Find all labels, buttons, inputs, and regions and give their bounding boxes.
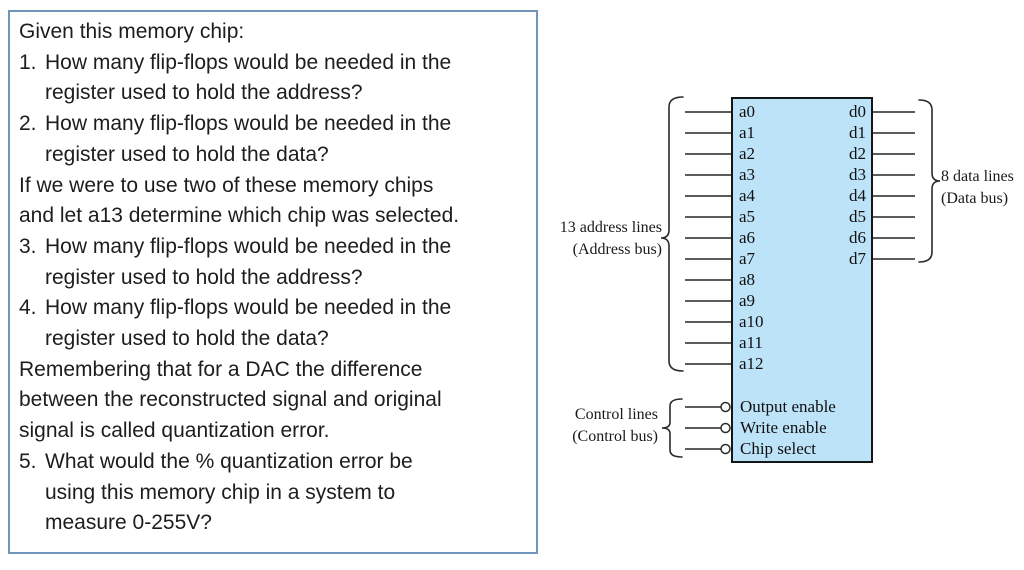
question-line-text: register used to hold the data?	[45, 142, 329, 166]
active-low-bubble-icon	[720, 443, 731, 455]
question-line-text: How many flip-flops would be needed in t…	[45, 112, 452, 136]
active-low-bubble-icon	[720, 401, 731, 413]
pin-label-a11: a11	[739, 333, 763, 352]
pin-label-d5: d5	[849, 207, 866, 226]
pin-label-a8: a8	[739, 270, 756, 289]
question-line-text: How many flip-flops would be needed in t…	[45, 50, 452, 74]
address-bus-label-line1: 13 address lines	[559, 219, 662, 236]
active-low-bubble-icon	[720, 422, 731, 434]
question-line: measure 0-255V?	[19, 508, 532, 539]
control-bus-label-line1: Control lines	[574, 406, 658, 423]
pin-label-control-1: Write enable	[740, 418, 827, 437]
list-number: 1.	[19, 50, 37, 74]
question-line-text: and let a13 determine which chip was sel…	[19, 204, 460, 228]
question-line: If we were to use two of these memory ch…	[19, 171, 532, 202]
question-line: Given this memory chip:	[19, 17, 532, 48]
pin-label-d7: d7	[849, 249, 866, 268]
data-bus-label-line2: (Data bus)	[941, 190, 1009, 207]
control-bus-label-line2: (Control bus)	[572, 428, 658, 445]
question-line-text: register used to hold the data?	[45, 327, 329, 351]
question-line: Remembering that for a DAC the differenc…	[19, 355, 532, 386]
pin-label-a9: a9	[739, 291, 756, 310]
pin-label-d1: d1	[849, 123, 866, 142]
question-line: using this memory chip in a system to	[19, 478, 532, 509]
pin-label-control-0: Output enable	[740, 397, 836, 416]
pin-label-a6: a6	[739, 228, 756, 247]
list-number: 5.	[19, 449, 37, 473]
pin-label-a0: a0	[739, 102, 756, 121]
question-line-text: signal is called quantization error.	[19, 419, 330, 443]
address-bus-brace	[660, 96, 684, 372]
list-number: 2.	[19, 112, 37, 136]
pin-label-control-2: Chip select	[740, 439, 817, 458]
memory-chip-body	[731, 97, 873, 463]
question-line: 3. How many flip-flops would be needed in…	[19, 232, 532, 263]
list-number: 4.	[19, 296, 37, 320]
pin-label-d6: d6	[849, 228, 866, 247]
pin-label-d0: d0	[849, 102, 866, 121]
pin-label-a4: a4	[739, 186, 756, 205]
question-line: 5. What would the % quantization error be	[19, 447, 532, 478]
pin-label-a1: a1	[739, 123, 756, 142]
question-line: 2. How many flip-flops would be needed in…	[19, 109, 532, 140]
pin-label-a12: a12	[739, 354, 764, 373]
pin-label-d2: d2	[849, 144, 866, 163]
pin-label-a5: a5	[739, 207, 756, 226]
question-line-text: How many flip-flops would be needed in t…	[45, 234, 452, 258]
question-line: and let a13 determine which chip was sel…	[19, 201, 532, 232]
pin-label-a10: a10	[739, 312, 764, 331]
question-line: register used to hold the address?	[19, 263, 532, 294]
question-line-text: Remembering that for a DAC the differenc…	[19, 357, 423, 381]
question-line: register used to hold the address?	[19, 78, 532, 109]
list-number: 3.	[19, 234, 37, 258]
question-line-text: What would the % quantization error be	[45, 449, 413, 473]
pin-label-a7: a7	[739, 249, 756, 268]
data-bus-label-line1: 8 data lines	[941, 168, 1014, 185]
control-bus-brace	[661, 398, 683, 458]
question-line: signal is called quantization error.	[19, 416, 532, 447]
question-line-text: Given this memory chip:	[19, 20, 245, 43]
pin-label-a2: a2	[739, 144, 756, 163]
question-line: 4. How many flip-flops would be needed in…	[19, 293, 532, 324]
question-line: register used to hold the data?	[19, 140, 532, 171]
question-box: Given this memory chip: 1. How many flip-f…	[8, 10, 538, 554]
question-line-text: register used to hold the address?	[45, 265, 363, 289]
pin-label-d4: d4	[849, 186, 866, 205]
question-line: between the reconstructed signal and ori…	[19, 385, 532, 416]
question-line: 1. How many flip-flops would be needed in…	[19, 48, 532, 79]
data-bus-brace	[918, 99, 941, 263]
question-line: register used to hold the data?	[19, 324, 532, 355]
address-bus-label-line2: (Address bus)	[572, 241, 662, 258]
pin-label-d3: d3	[849, 165, 866, 184]
question-line-text: register used to hold the address?	[45, 81, 363, 105]
question-line-text: measure 0-255V?	[45, 511, 212, 535]
question-line-text: How many flip-flops would be needed in t…	[45, 296, 452, 320]
question-line-text: between the reconstructed signal and ori…	[19, 388, 442, 412]
question-text-block: Given this memory chip: 1. How many flip-f…	[19, 17, 532, 539]
question-line-text: If we were to use two of these memory ch…	[19, 173, 434, 197]
question-line-text: using this memory chip in a system to	[45, 480, 396, 504]
pin-label-a3: a3	[739, 165, 756, 184]
